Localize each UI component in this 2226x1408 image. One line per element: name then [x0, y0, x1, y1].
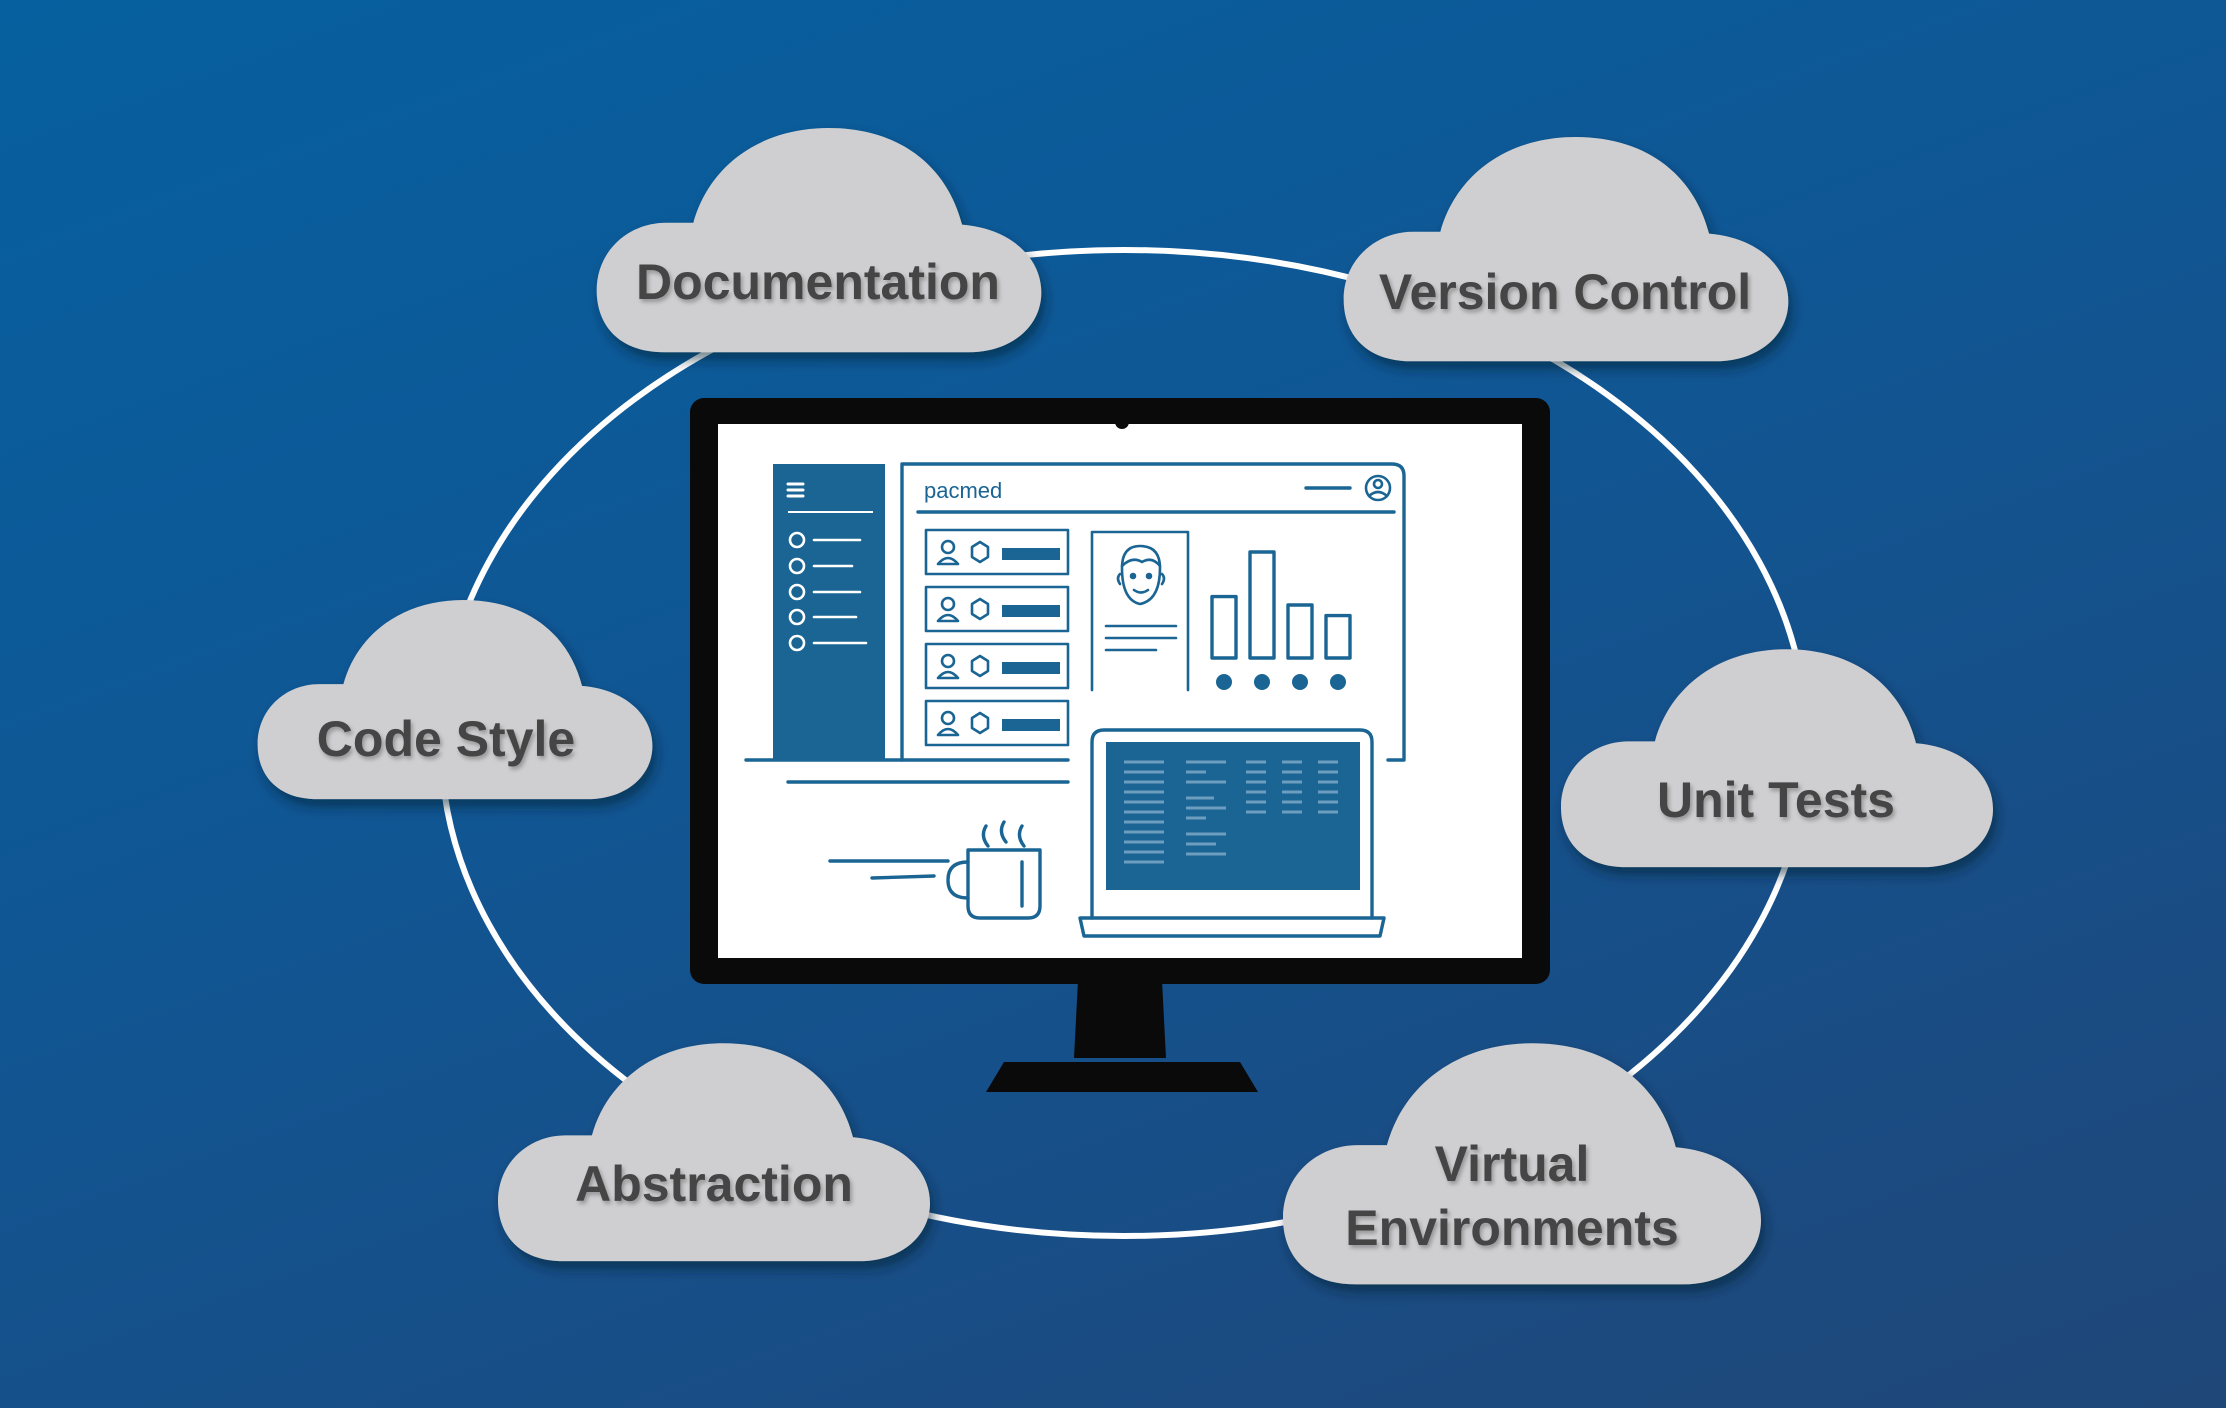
- monitor-stand-base: [986, 1062, 1258, 1092]
- mini-bar: [1248, 550, 1276, 660]
- webcam-icon: [1115, 415, 1129, 429]
- circle-bullet-icon: [788, 634, 806, 652]
- hexagon-icon: [970, 711, 990, 735]
- app-logo: pacmed: [924, 478, 1002, 503]
- user-icon: [936, 710, 960, 737]
- mini-bar: [1210, 594, 1238, 660]
- circle-bullet-icon: [788, 557, 806, 575]
- user-icon: [936, 539, 960, 566]
- screen-illustration: pacmed: [744, 462, 1406, 938]
- mini-bar: [1324, 613, 1352, 660]
- laptop-icon: [1078, 728, 1386, 938]
- hexagon-icon: [970, 597, 990, 621]
- cloud-label-abstraction: Abstraction: [575, 1156, 853, 1212]
- mini-bar-dot: [1292, 674, 1308, 690]
- cloud-label-environments: Environments: [1345, 1200, 1678, 1256]
- cloud-virtual-environments: Virtual Environments: [1283, 1043, 1761, 1285]
- hexagon-icon: [970, 654, 990, 678]
- cloud-label-unit-tests: Unit Tests: [1657, 772, 1895, 828]
- user-circle-icon: [1364, 474, 1392, 502]
- app-sidebar: [773, 464, 885, 760]
- monitor: pacmed: [690, 398, 1550, 1092]
- cloud-code-style: Code Style: [257, 600, 653, 800]
- table-line: [870, 874, 936, 880]
- app-window-outline: [900, 462, 1406, 762]
- mini-bar: [1286, 603, 1314, 660]
- list-card: [924, 528, 1070, 576]
- circle-bullet-icon: [788, 531, 806, 549]
- mini-bar-dot: [1254, 674, 1270, 690]
- cloud-label-version-control: Version Control: [1379, 264, 1751, 320]
- list-card: [924, 699, 1070, 747]
- mini-bar-dot: [1216, 674, 1232, 690]
- cloud-version-control: Version Control: [1343, 137, 1789, 362]
- cloud-unit-tests: Unit Tests: [1561, 649, 1993, 868]
- list-card: [924, 585, 1070, 633]
- patient-list: [924, 528, 1070, 747]
- user-icon: [936, 653, 960, 680]
- cloud-label-virtual: Virtual: [1435, 1136, 1590, 1192]
- laptop-screen: [1106, 742, 1360, 890]
- coffee-mug-icon: [946, 820, 1042, 920]
- profile-card: [1090, 530, 1190, 692]
- hexagon-icon: [970, 540, 990, 564]
- cloud-documentation: Documentation: [596, 128, 1042, 353]
- sidebar-nav-items: [788, 531, 868, 652]
- cloud-label-documentation: Documentation: [636, 254, 1000, 310]
- face-icon: [1116, 544, 1166, 606]
- laptop-code-lines: [1124, 760, 1338, 864]
- circle-bullet-icon: [788, 583, 806, 601]
- monitor-stand-neck: [1074, 980, 1166, 1058]
- mini-bar-dot: [1330, 674, 1346, 690]
- menu-icon: [786, 482, 805, 498]
- list-card: [924, 642, 1070, 690]
- mini-bar-chart: [1210, 550, 1352, 690]
- cloud-abstraction: Abstraction: [498, 1043, 930, 1262]
- circle-bullet-icon: [788, 608, 806, 626]
- cloud-label-code-style: Code Style: [317, 711, 575, 767]
- user-icon: [936, 596, 960, 623]
